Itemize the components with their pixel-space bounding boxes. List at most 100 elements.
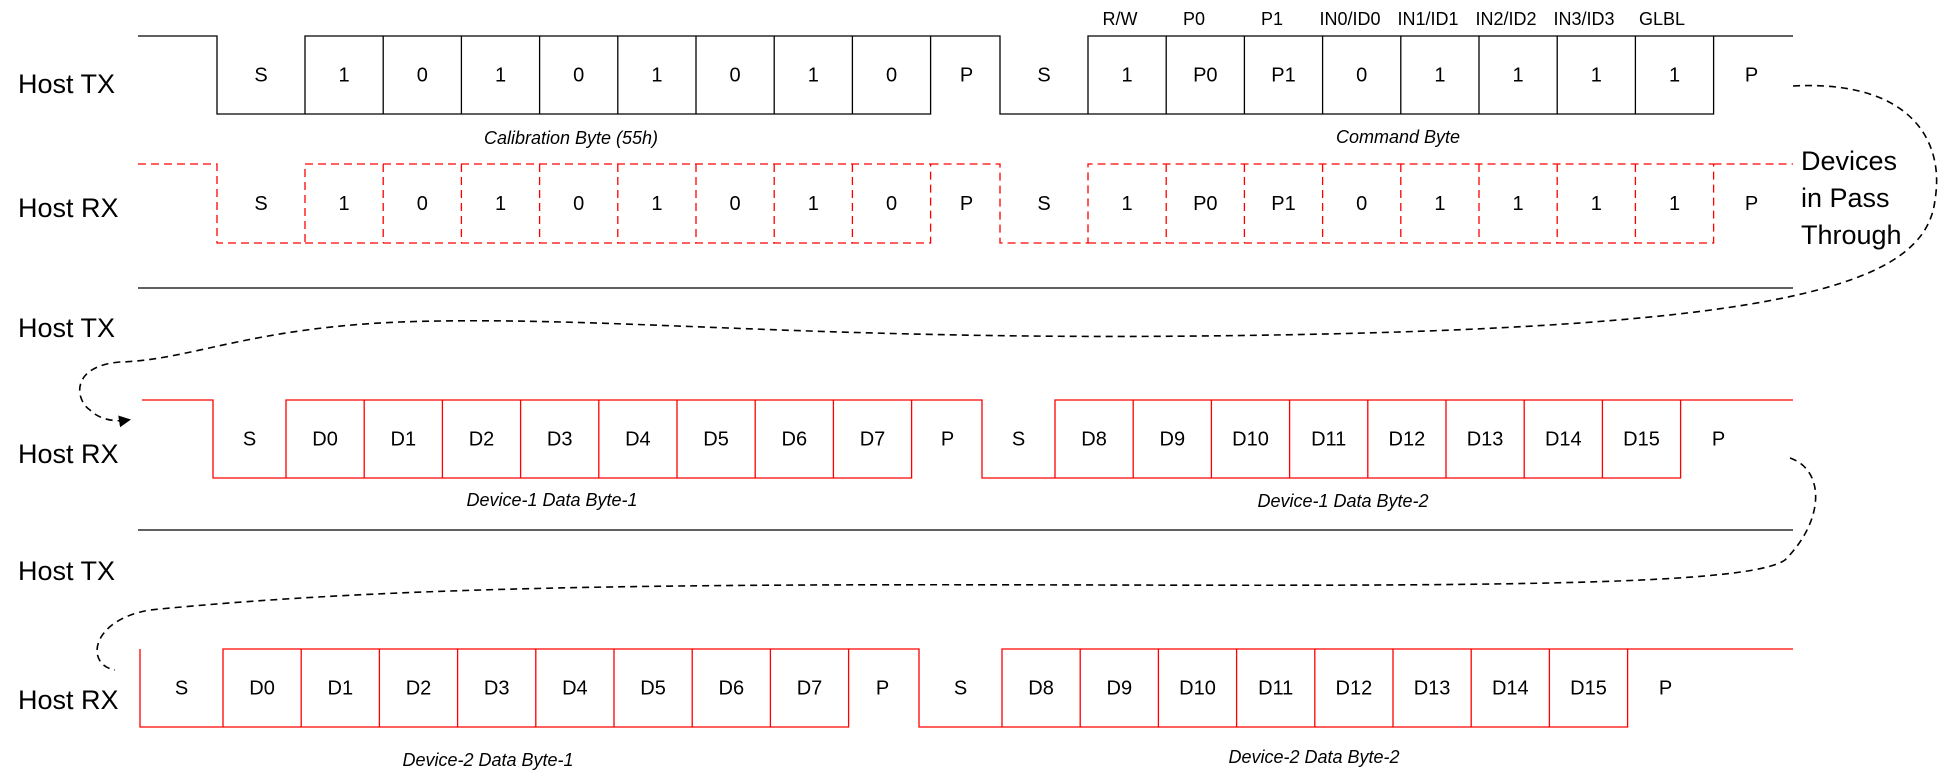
host-rx-1-data-bit: 1 xyxy=(1591,193,1602,215)
host-tx-1-data-bit: 1 xyxy=(1591,64,1602,86)
host-rx-3-data-bit: D10 xyxy=(1179,677,1216,699)
host-rx-2-data-bit: D10 xyxy=(1232,428,1269,450)
host-tx-1-data-bit: 1 xyxy=(1434,64,1445,86)
host-rx-2-data-bit: D4 xyxy=(625,428,651,450)
host-rx-3-start-bit: S xyxy=(175,677,188,699)
host-rx-3-data-bit: D13 xyxy=(1414,677,1451,699)
header-rw: R/W xyxy=(1103,9,1138,29)
host-tx-1-data-bit: 0 xyxy=(730,64,741,86)
host-rx-1-data-bit: 0 xyxy=(1356,193,1367,215)
host-rx-1-data-bit: 1 xyxy=(1122,193,1133,215)
host-rx-1-data-bit: 0 xyxy=(417,193,428,215)
flow-arrow-to-device2 xyxy=(96,457,1817,671)
host-rx-1-data-bit: 1 xyxy=(808,193,819,215)
host-rx-1-data-bit: 1 xyxy=(495,193,506,215)
note-in-pass: in Pass xyxy=(1801,183,1890,213)
host-tx-1-start-bit: S xyxy=(1037,64,1050,86)
row-label-host-rx-1: Host RX xyxy=(18,193,119,223)
host-rx-3-stop-bit: P xyxy=(876,677,889,699)
header-in0-id0: IN0/ID0 xyxy=(1319,9,1380,29)
host-rx-3-data-bit: D11 xyxy=(1258,677,1293,699)
host-tx-1-data-bit: 1 xyxy=(1669,64,1680,86)
host-rx-2-outline xyxy=(142,399,1793,479)
host-rx-1-data-bit: 0 xyxy=(886,193,897,215)
host-tx-1-data-bit: 0 xyxy=(1356,64,1367,86)
host-rx-2-data-bit: D6 xyxy=(782,428,808,450)
flow-arrow-to-device1 xyxy=(78,84,1938,428)
host-rx-2-stop-bit: P xyxy=(941,428,954,450)
host-rx-2-data-bit: D8 xyxy=(1081,428,1107,450)
host-rx-1-start-bit: S xyxy=(254,193,267,215)
host-tx-1-stop-bit: P xyxy=(1745,64,1758,86)
host-rx-1-data-bit: 0 xyxy=(730,193,741,215)
command-bit-headers: R/W P0 P1 IN0/ID0 IN1/ID1 IN2/ID2 IN3/ID… xyxy=(1103,9,1686,29)
host-rx-3-data-bit: D12 xyxy=(1336,677,1373,699)
host-tx-1-start-bit: S xyxy=(254,64,267,86)
host-rx-3-data-bit: D5 xyxy=(640,677,666,699)
host-rx-2-data-bit: D11 xyxy=(1311,428,1346,450)
host-rx-2-data-bit: D3 xyxy=(547,428,573,450)
host-rx-3-data-bit: D14 xyxy=(1492,677,1529,699)
header-in3-id3: IN3/ID3 xyxy=(1553,9,1614,29)
caption-device2-byte1: Device-2 Data Byte-1 xyxy=(402,750,573,770)
host-rx-2-data-bit: D5 xyxy=(703,428,729,450)
header-glbl: GLBL xyxy=(1639,9,1685,29)
host-rx-3-data-bit: D8 xyxy=(1028,677,1054,699)
host-tx-1-data-bit: 1 xyxy=(651,64,662,86)
host-rx-2-data-bit: D13 xyxy=(1467,428,1504,450)
host-rx-1-data-bit: 1 xyxy=(1434,193,1445,215)
host-rx-3-data-bit: D6 xyxy=(719,677,745,699)
host-rx-3-data-bit: D9 xyxy=(1107,677,1133,699)
host-rx-1-outline xyxy=(138,163,1793,244)
host-rx-1-data-bit: P1 xyxy=(1271,193,1295,215)
caption-calibration-byte: Calibration Byte (55h) xyxy=(484,128,658,148)
host-rx-2-data-bit: D15 xyxy=(1623,428,1660,450)
host-rx-1-data-bit: 1 xyxy=(651,193,662,215)
host-rx-1-data-bit: 0 xyxy=(573,193,584,215)
row-label-host-tx-2: Host TX xyxy=(18,313,115,343)
host-tx-1-data-bit: P1 xyxy=(1271,64,1295,86)
host-rx-3-data-bit: D2 xyxy=(406,677,432,699)
header-in1-id1: IN1/ID1 xyxy=(1397,9,1458,29)
caption-command-byte: Command Byte xyxy=(1336,127,1460,147)
header-p1: P1 xyxy=(1261,9,1283,29)
host-rx-3-stop-bit: P xyxy=(1659,677,1672,699)
host-rx-2-start-bit: S xyxy=(1012,428,1025,450)
host-rx-1-stop-bit: P xyxy=(960,193,973,215)
caption-device2-byte2: Device-2 Data Byte-2 xyxy=(1228,747,1399,767)
host-rx-2-stop-bit: P xyxy=(1712,428,1725,450)
host-rx-2-data-bit: D7 xyxy=(860,428,886,450)
host-rx-1-data-bit: 1 xyxy=(1669,193,1680,215)
host-rx-2-data-bit: D14 xyxy=(1545,428,1582,450)
host-rx-1-stop-bit: P xyxy=(1745,193,1758,215)
caption-device1-byte2: Device-1 Data Byte-2 xyxy=(1257,491,1428,511)
host-tx-1-data-bit: 0 xyxy=(417,64,428,86)
host-tx-1-data-bit: 1 xyxy=(339,64,350,86)
note-devices: Devices xyxy=(1801,146,1897,176)
host-tx-1-outline xyxy=(138,35,1793,115)
host-tx-1-data-bit: 0 xyxy=(573,64,584,86)
host-rx-2-data-bit: D0 xyxy=(312,428,338,450)
host-rx-2-data-bit: D2 xyxy=(469,428,495,450)
host-rx-2-data-bit: D12 xyxy=(1389,428,1426,450)
row-label-host-rx-2: Host RX xyxy=(18,439,119,469)
host-tx-1-data-bit: 1 xyxy=(1122,64,1133,86)
row-label-host-tx-3: Host TX xyxy=(18,556,115,586)
host-rx-1-data-bit: 1 xyxy=(1513,193,1524,215)
note-through: Through xyxy=(1801,220,1902,250)
row-label-host-tx-1: Host TX xyxy=(18,69,115,99)
host-tx-1-data-bit: 1 xyxy=(808,64,819,86)
host-rx-3-data-bit: D7 xyxy=(797,677,823,699)
host-rx-3-data-bit: D15 xyxy=(1570,677,1607,699)
header-p0: P0 xyxy=(1183,9,1205,29)
host-rx-3-data-bit: D1 xyxy=(328,677,354,699)
host-tx-1-data-bit: 0 xyxy=(886,64,897,86)
host-rx-3-outline xyxy=(139,648,1793,728)
host-rx-3-data-bit: D0 xyxy=(249,677,275,699)
host-rx-1-data-bit: 1 xyxy=(339,193,350,215)
